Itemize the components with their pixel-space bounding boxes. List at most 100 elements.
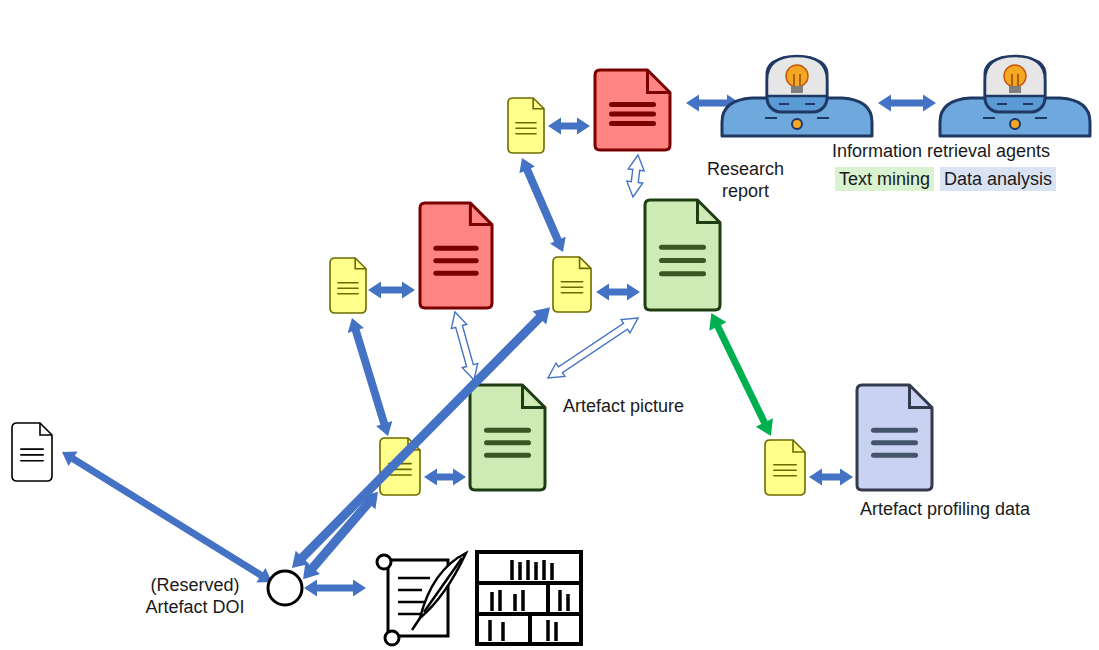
red-document-icon <box>595 70 670 150</box>
legend: Text mining Data analysis <box>835 167 1056 191</box>
document-outline <box>765 440 805 495</box>
document-text-line <box>516 133 536 135</box>
node-label: Artefact picture <box>563 395 684 417</box>
node-label: Artefact profiling data <box>860 498 1030 520</box>
node-label: Information retrieval agents <box>832 140 1050 162</box>
hollow-arrow <box>548 318 638 378</box>
document-outline <box>508 98 544 153</box>
document-text-line <box>774 475 796 477</box>
green-document-icon <box>470 385 545 490</box>
document-text-line <box>874 453 916 458</box>
document-fold <box>533 98 544 109</box>
document-text-line <box>874 440 916 445</box>
document-text-line <box>389 474 411 476</box>
legend-label: Text mining <box>839 169 930 189</box>
document-text-line <box>21 454 43 456</box>
document-text-line <box>561 292 582 294</box>
yellow-document-icon <box>330 258 366 313</box>
document-outline <box>470 385 545 490</box>
document-text-line <box>338 287 358 289</box>
blue-arrow <box>62 452 272 583</box>
node-label: (Reserved) Artefact DOI <box>125 574 265 618</box>
report-node: Research report <box>550 158 795 313</box>
connector-arrow <box>292 307 550 568</box>
document-fold <box>648 70 671 93</box>
document-outline <box>857 385 932 490</box>
hollow-arrow <box>451 312 477 380</box>
document-text-line <box>662 258 704 263</box>
document-text-line <box>516 127 536 129</box>
yellow-document-icon <box>508 98 544 153</box>
connector-arrow <box>709 313 773 436</box>
profiling-node: Artefact profiling data <box>762 436 1067 524</box>
document-fold <box>910 385 933 408</box>
document-outline <box>645 200 720 310</box>
document-text-line <box>487 440 529 445</box>
document-fold <box>698 200 721 223</box>
doi-node: (Reserved) Artefact DOI <box>125 568 303 622</box>
document-outline <box>330 258 366 313</box>
legend-swatch: Data analysis <box>940 167 1056 191</box>
connector-arrow <box>303 492 378 580</box>
document-text-line <box>774 464 796 466</box>
agent-icon <box>940 56 1090 136</box>
document-text-line <box>516 122 536 124</box>
document-text-line <box>561 281 582 283</box>
document-fold <box>40 423 52 435</box>
document-text-line <box>612 102 654 107</box>
document-text-line <box>436 246 476 251</box>
document-text-line <box>21 448 43 450</box>
blue-arrow <box>809 469 853 486</box>
document-fold <box>793 440 805 452</box>
agent-icon <box>722 56 872 136</box>
document-text-line <box>436 271 476 276</box>
hollow-arrow <box>627 155 644 197</box>
document-text-line <box>338 293 358 295</box>
legend-swatch: Text mining <box>835 167 934 191</box>
document-text-line <box>338 282 358 284</box>
document-text-line <box>662 271 704 276</box>
document-text-line <box>21 460 43 462</box>
doi-circle <box>268 571 302 605</box>
document-text-line <box>612 121 654 126</box>
picture-node: Artefact picture <box>378 383 713 495</box>
document-text-line <box>612 112 654 117</box>
legend-label: Data analysis <box>944 169 1052 189</box>
document-text-line <box>774 469 796 471</box>
document-outline <box>12 423 52 481</box>
blue-arrow <box>878 95 936 112</box>
blue-arrow <box>348 318 393 436</box>
scroll-icon <box>377 553 466 645</box>
document-fold <box>580 257 591 268</box>
document-fold <box>355 258 366 269</box>
blue-document-icon <box>857 385 932 490</box>
red-document-icon <box>420 203 492 308</box>
document-text-line <box>874 428 916 433</box>
document-fold <box>523 385 546 408</box>
document-text-line <box>662 245 704 250</box>
yellow-document-icon <box>553 257 591 312</box>
blue-arrow <box>548 118 590 135</box>
document-outline <box>595 70 670 150</box>
yellow-document-icon <box>765 440 805 495</box>
document-text-line <box>487 428 529 433</box>
blue-arrow <box>304 580 366 597</box>
node-label: Research report <box>698 158 793 202</box>
bookshelf-icon <box>477 552 581 644</box>
document-outline <box>553 257 591 312</box>
document-fold <box>470 203 492 225</box>
green-document-icon <box>645 200 720 310</box>
document-text-line <box>561 286 582 288</box>
blue-arrow <box>424 469 466 486</box>
blue-arrow <box>596 284 640 301</box>
agents-node: Information retrieval agents <box>718 62 1096 168</box>
blue-arrow <box>368 282 415 299</box>
blue-arrow <box>519 158 565 252</box>
document-outline <box>420 203 492 308</box>
document-text-line <box>487 453 529 458</box>
white-document-icon <box>12 423 52 481</box>
document-text-line <box>436 258 476 263</box>
